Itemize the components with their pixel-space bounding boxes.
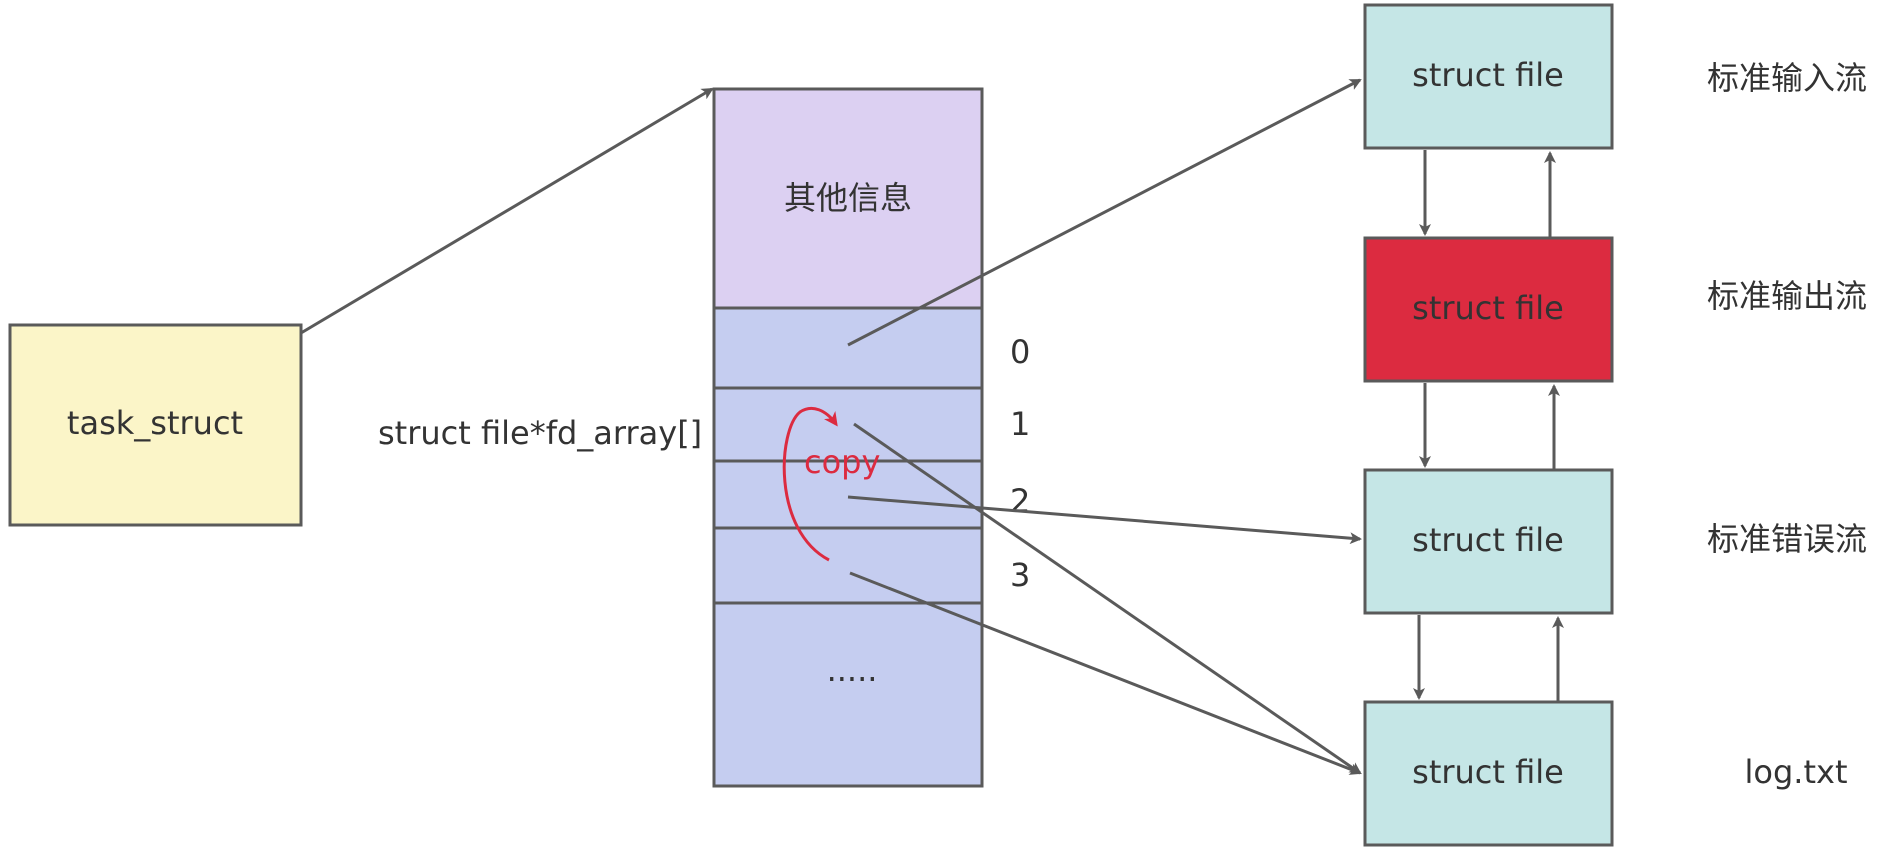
copy-curved-arrow	[782, 407, 838, 562]
file-label-log: struct file	[1412, 753, 1564, 791]
fd-cell-0	[712, 306, 984, 390]
fd-ellipsis: .....	[827, 651, 878, 689]
fd-cell-3	[712, 526, 984, 605]
fd-cell-rest	[712, 601, 984, 788]
fd-array-column: 其他信息 ..... struct file*fd_array[] 0 1 2 …	[378, 87, 1030, 788]
fd-index-1: 1	[1010, 405, 1030, 443]
fd-index-2: 2	[1010, 482, 1030, 520]
other-info-label: 其他信息	[784, 179, 912, 217]
fd-index-0: 0	[1010, 333, 1030, 371]
fd-array-name: struct file*fd_array[]	[378, 414, 702, 452]
fd0-to-stdin-arrow	[847, 78, 1362, 347]
task-struct-label: task_struct	[67, 404, 243, 442]
file-label-stdin: struct file	[1412, 56, 1564, 94]
file-label-stdout: struct file	[1412, 289, 1564, 327]
file-column: struct file struct file struct file stru…	[1363, 3, 1614, 847]
file-box-log	[1363, 700, 1614, 847]
stream-name-stderr: 标准错误流	[1707, 520, 1867, 558]
copy-annotation: copy	[782, 407, 880, 562]
stream-name-stdout: 标准输出流	[1707, 277, 1867, 315]
copy-label: copy	[804, 443, 880, 481]
fd-index-3: 3	[1010, 556, 1030, 594]
file-box-stderr	[1363, 468, 1614, 615]
stream-name-stdin: 标准输入流	[1707, 59, 1867, 97]
task-to-fd-array-arrow	[300, 87, 714, 335]
connectors	[300, 78, 1564, 775]
fd3-to-log-arrow	[849, 571, 1362, 775]
stream-name-log: log.txt	[1745, 753, 1848, 791]
fd2-to-stderr-arrow	[847, 495, 1362, 545]
stream-names: 标准输入流 标准输出流 标准错误流 log.txt	[1707, 59, 1867, 791]
file-box-stdout	[1363, 236, 1614, 383]
file-label-stderr: struct file	[1412, 521, 1564, 559]
fd1-to-log-arrow	[853, 422, 1362, 775]
task-struct-box	[8, 323, 303, 527]
file-box-stdin	[1363, 3, 1614, 150]
task-struct-node: task_struct	[8, 323, 303, 527]
fd-cell-2	[712, 459, 984, 530]
other-info-cell	[712, 87, 984, 310]
